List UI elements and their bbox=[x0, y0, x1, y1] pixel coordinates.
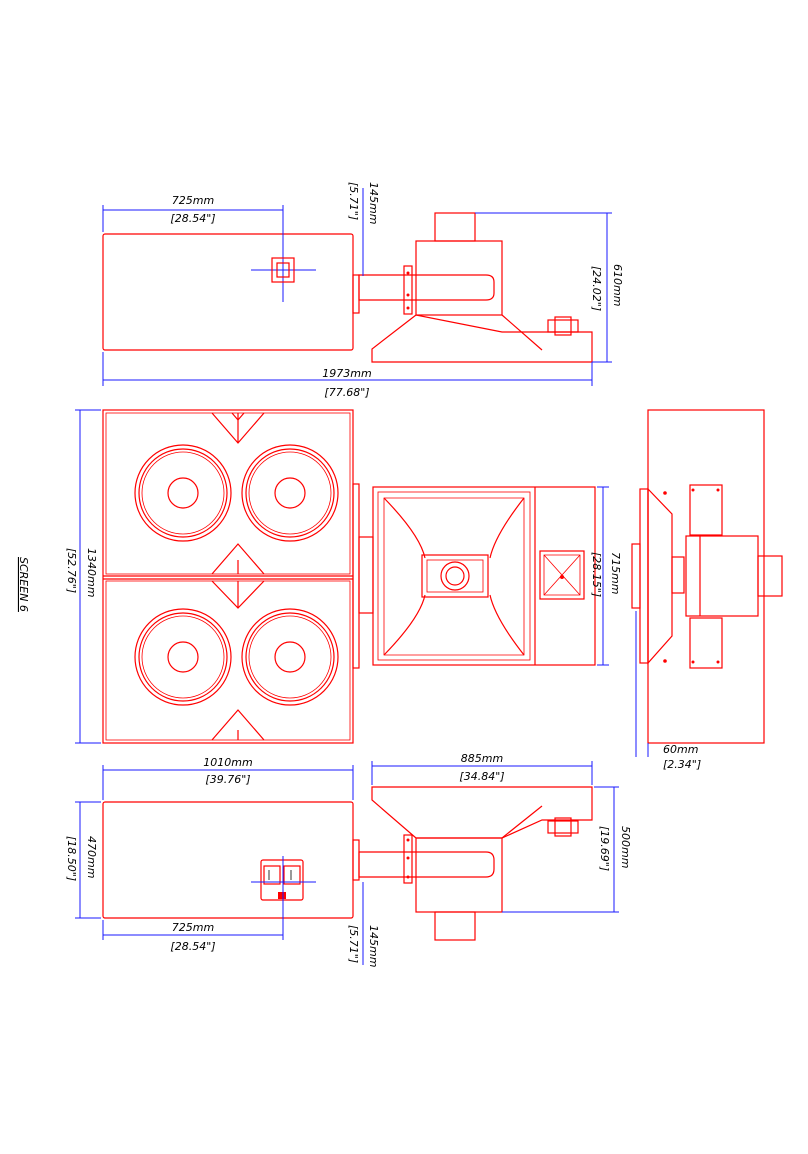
front-head bbox=[372, 486, 596, 666]
dim-145-top-inch: [5.71"] bbox=[347, 182, 360, 220]
woofer bbox=[241, 608, 339, 706]
top-handle bbox=[547, 319, 579, 333]
side-horn bbox=[647, 487, 673, 665]
dim-885-inch: [34.84"] bbox=[459, 770, 504, 783]
dim-725-bottom-mm: 725mm bbox=[172, 921, 214, 934]
dim-145-bottom-inch: [5.71"] bbox=[347, 925, 360, 963]
top-horn-base bbox=[371, 314, 593, 363]
dim-1010-inch: [39.76"] bbox=[205, 773, 250, 786]
bottom-view: 1010mm [39.76"] 885mm [34.84"] 470mm [18… bbox=[65, 752, 632, 967]
side-head-body bbox=[685, 535, 759, 617]
dim-715-inch: [28.15"] bbox=[590, 552, 603, 597]
dim-500-inch: [19.69"] bbox=[598, 826, 611, 871]
dim-715-mm: 715mm bbox=[609, 552, 622, 594]
dim-60-mm: 60mm bbox=[663, 743, 698, 756]
top-bracket-bolt bbox=[406, 293, 410, 297]
dim-610-mm: 610mm bbox=[611, 264, 624, 306]
dim-1010-mm: 1010mm bbox=[203, 756, 252, 769]
dim-60-inch: [2.34"] bbox=[663, 758, 701, 771]
side-head-cylinder bbox=[757, 555, 783, 597]
dim-725-top-mm: 725mm bbox=[172, 194, 214, 207]
top-connector-plate bbox=[271, 257, 295, 283]
dim-500-mm: 500mm bbox=[619, 826, 632, 868]
dim-470-mm: 470mm bbox=[85, 836, 98, 878]
dim-610-inch: [24.02"] bbox=[590, 266, 603, 311]
side-cabinet bbox=[647, 409, 765, 744]
dim-145-bottom-mm: 145mm bbox=[367, 925, 380, 967]
woofer bbox=[241, 444, 339, 542]
top-bracket-arm bbox=[358, 274, 495, 301]
woofer bbox=[134, 608, 232, 706]
dim-145-top-mm: 145mm bbox=[367, 182, 380, 224]
top-head-body bbox=[415, 240, 503, 316]
dim-1340-mm: 1340mm bbox=[85, 548, 98, 597]
front-cabinet-upper bbox=[105, 412, 351, 575]
dim-885-mm: 885mm bbox=[461, 752, 503, 765]
bottom-bracket-arm bbox=[358, 851, 495, 878]
front-horn-throat bbox=[421, 554, 489, 598]
top-connector bbox=[276, 262, 290, 278]
woofer bbox=[134, 444, 232, 542]
top-view: 725mm [28.54"] 145mm [5.71"] 610mm [24.0… bbox=[102, 182, 624, 399]
top-head-cylinder bbox=[434, 212, 476, 242]
front-tweeter bbox=[539, 550, 585, 600]
top-handle-grip bbox=[554, 316, 572, 336]
top-bracket-bolt bbox=[406, 271, 410, 275]
bottom-horn-base bbox=[371, 786, 593, 839]
bottom-connector-panel bbox=[260, 859, 304, 901]
top-horn-edge bbox=[501, 314, 543, 351]
dim-725-bottom-inch: [28.54"] bbox=[170, 940, 215, 953]
dim-1340-inch: [52.76"] bbox=[65, 548, 78, 593]
dim-725-top-inch: [28.54"] bbox=[170, 212, 215, 225]
top-bracket-clamp bbox=[403, 265, 413, 315]
top-bracket-bolt bbox=[406, 306, 410, 310]
front-horn bbox=[377, 491, 531, 661]
top-cabinet bbox=[102, 233, 354, 351]
drawing-title: SCREEN 6 bbox=[17, 557, 30, 612]
front-cabinet-lower bbox=[105, 580, 351, 741]
side-view: 60mm [2.34"] bbox=[631, 409, 783, 771]
dim-1973-inch: [77.68"] bbox=[324, 386, 369, 399]
bottom-cabinet bbox=[102, 801, 354, 919]
bottom-head-body bbox=[415, 837, 503, 913]
front-view: 1340mm [52.76"] 715mm [28.15"] SCREEN 6 bbox=[17, 409, 622, 744]
bottom-head-cylinder bbox=[434, 911, 476, 941]
top-bracket-plate bbox=[352, 274, 360, 314]
dim-1973-mm: 1973mm bbox=[322, 367, 371, 380]
dim-470-inch: [18.50"] bbox=[65, 836, 78, 881]
